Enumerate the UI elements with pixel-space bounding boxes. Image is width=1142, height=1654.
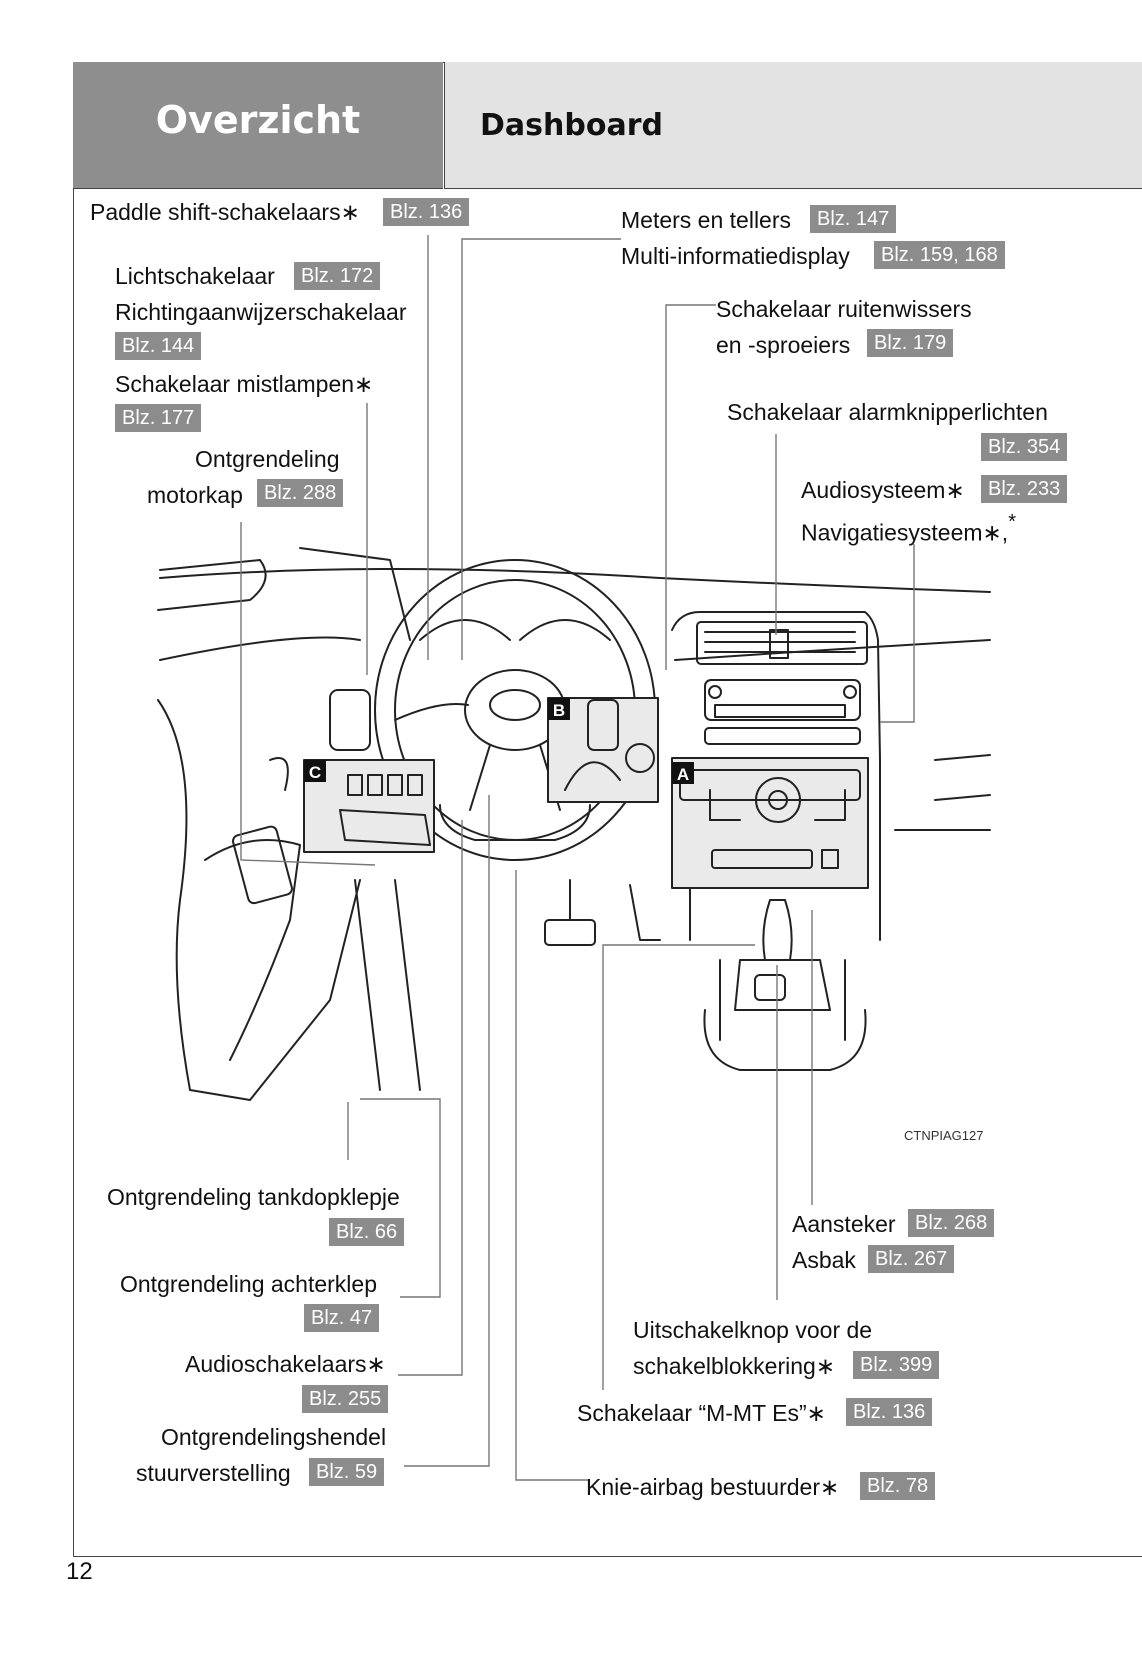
label-lichtschakelaar: Lichtschakelaar (115, 263, 275, 289)
inset-badge-b: B (553, 701, 565, 720)
label-aansteker: Aansteker (792, 1211, 896, 1237)
label-motorkap-line1: Ontgrendeling (195, 446, 340, 472)
ref-knie-airbag: Blz. 78 (860, 1472, 936, 1500)
ref-audioschakelaars: Blz. 255 (302, 1385, 389, 1413)
illustration-code: CTNPIAG127 (904, 1128, 984, 1143)
inset-badge-a: A (677, 765, 689, 784)
label-navigatiesysteem-text: Navigatiesysteem∗, (801, 519, 1009, 546)
ref-meters: Blz. 147 (810, 205, 897, 233)
ref-m-mt-es: Blz. 136 (846, 1398, 933, 1426)
label-stuurverstelling-line2: stuurverstelling (136, 1460, 291, 1486)
label-knie-airbag: Knie-airbag bestuurder∗ (586, 1474, 840, 1500)
ref-aansteker: Blz. 268 (908, 1209, 995, 1237)
ref-alarmknipperlichten: Blz. 354 (981, 433, 1068, 461)
ref-asbak: Blz. 267 (868, 1245, 955, 1273)
label-achterklep: Ontgrendeling achterklep (120, 1271, 377, 1297)
label-richtingaanwijzer: Richtingaanwijzerschakelaar (115, 299, 407, 325)
label-motorkap-line2: motorkap (147, 482, 243, 508)
label-multi-informatiedisplay: Multi-informatiedisplay (621, 243, 850, 269)
label-navigatiesysteem-star: * (1008, 511, 1016, 533)
ref-achterklep: Blz. 47 (304, 1304, 380, 1332)
ref-richtingaanwijzer: Blz. 144 (115, 332, 202, 360)
page-header: Dashboard (444, 62, 1142, 189)
ref-uitschakelknop: Blz. 399 (853, 1351, 940, 1379)
label-mistlampen: Schakelaar mistlampen∗ (115, 371, 374, 397)
label-ruitenwissers-line1: Schakelaar ruitenwissers (716, 296, 972, 322)
label-audiosysteem: Audiosysteem∗ (801, 477, 965, 503)
label-uitschakelknop-line1: Uitschakelknop voor de (633, 1317, 873, 1343)
ref-ruitenwissers: Blz. 179 (867, 329, 954, 357)
label-ruitenwissers-line2: en -sproeiers (716, 332, 851, 358)
ref-multi-informatiedisplay: Blz. 159, 168 (874, 241, 1005, 269)
ref-motorkap: Blz. 288 (257, 479, 344, 507)
label-tankdopklepje: Ontgrendeling tankdopklepje (107, 1184, 400, 1210)
inset-badge-c: C (309, 763, 321, 782)
label-stuurverstelling-line1: Ontgrendelingshendel (161, 1424, 387, 1450)
label-uitschakelknop-line2: schakelblokkering∗ (633, 1353, 836, 1379)
ref-lichtschakelaar: Blz. 172 (294, 262, 381, 290)
label-paddle-shift: Paddle shift-schakelaars∗ (90, 199, 360, 225)
label-alarmknipperlichten: Schakelaar alarmknipperlichten (727, 399, 1048, 425)
ref-mistlampen: Blz. 177 (115, 404, 202, 432)
label-meters: Meters en tellers (621, 207, 792, 233)
label-asbak: Asbak (792, 1247, 856, 1273)
leader-lines (240, 235, 915, 1481)
section-title: Overzicht (155, 98, 361, 142)
ref-tankdopklepje: Blz. 66 (329, 1218, 405, 1246)
page-number: 12 (66, 1558, 93, 1585)
ref-audiosysteem: Blz. 233 (981, 475, 1068, 503)
ref-stuurverstelling: Blz. 59 (309, 1458, 385, 1486)
label-m-mt-es: Schakelaar “M-MT Es”∗ (577, 1400, 826, 1426)
label-navigatiesysteem: Navigatiesysteem∗,* (801, 511, 1016, 547)
page-title: Dashboard (480, 108, 663, 143)
ref-paddle-shift: Blz. 136 (383, 198, 470, 226)
label-audioschakelaars: Audioschakelaars∗ (185, 1351, 386, 1377)
section-header: Overzicht (73, 62, 443, 189)
